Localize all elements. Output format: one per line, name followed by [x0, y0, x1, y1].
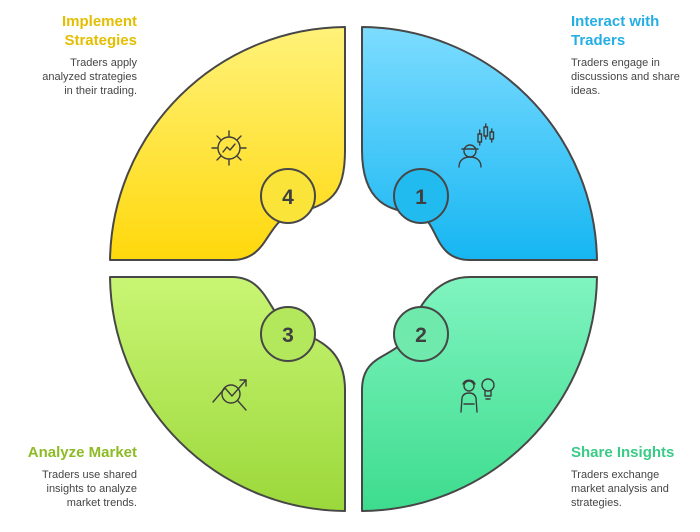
- title-analyze: Analyze Market: [27, 444, 137, 461]
- segment-implement: [109, 26, 346, 261]
- people-lightbulb-icon: [460, 378, 495, 413]
- segment-share: [361, 276, 598, 512]
- segment-analyze: [109, 276, 346, 512]
- step-number-2: 2: [393, 306, 449, 362]
- step-number-4: 4: [260, 168, 316, 224]
- title-interact: Interact with Traders: [571, 13, 660, 49]
- label-analyze: Analyze Market Traders use shared insigh…: [10, 443, 137, 510]
- trend-magnifier-icon: [212, 379, 247, 411]
- trader-candlestick-icon: [458, 123, 495, 168]
- label-share: Share Insights Traders exchange market a…: [571, 443, 693, 510]
- label-interact: Interact with Traders Traders engage in …: [571, 12, 691, 98]
- svg-text:1: 1: [415, 186, 427, 209]
- gear-chart-icon: [211, 130, 247, 166]
- title-implement: Implement Strategies: [61, 13, 137, 49]
- desc-interact: Traders engage in discussions and share …: [571, 57, 680, 97]
- svg-text:2: 2: [415, 324, 427, 347]
- desc-analyze: Traders use shared insights to analyze m…: [42, 469, 137, 509]
- step-number-1: 1: [393, 168, 449, 224]
- svg-text:3: 3: [282, 324, 294, 347]
- desc-implement: Traders apply analyzed strategies in the…: [42, 57, 137, 97]
- title-share: Share Insights: [571, 444, 675, 461]
- svg-text:4: 4: [282, 186, 294, 209]
- step-number-3: 3: [260, 306, 316, 362]
- desc-share: Traders exchange market analysis and str…: [571, 469, 669, 509]
- label-implement: Implement Strategies Traders apply analy…: [37, 12, 137, 98]
